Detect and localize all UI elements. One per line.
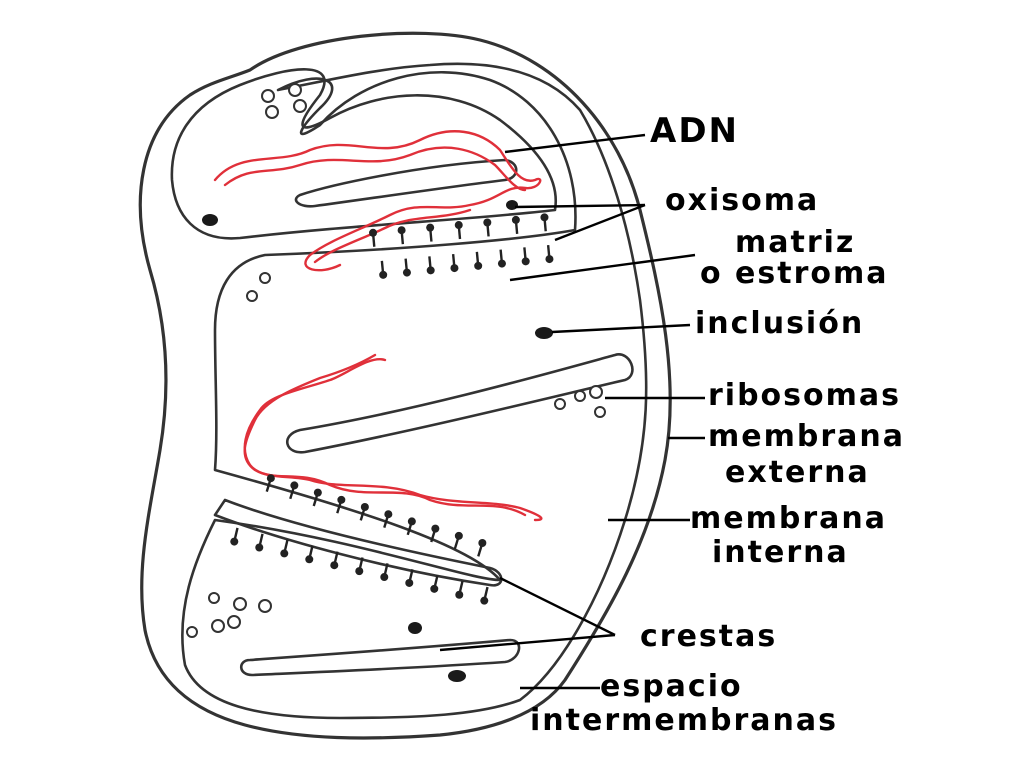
oxysome-head [397, 226, 406, 235]
oxysome-head [480, 596, 489, 605]
oxysome-head [431, 524, 440, 533]
leader-matriz [509, 253, 696, 282]
oxysome-head [369, 228, 378, 237]
ribosome [186, 626, 198, 638]
ribosome [554, 398, 566, 410]
oxysome-head [337, 495, 346, 504]
oxysome-head [402, 268, 411, 277]
leader-adn [504, 133, 646, 154]
inclusion-granule [202, 214, 218, 226]
ribosome [261, 89, 275, 103]
oxysome-head [511, 215, 520, 224]
label-matriz-line1: matriz [735, 225, 855, 260]
ribosome [233, 597, 247, 611]
inclusion-granule [506, 200, 518, 210]
oxysome-head [313, 488, 322, 497]
label-ribosomas: ribosomas [708, 378, 901, 413]
ribosome [574, 390, 586, 402]
oxysome-head [545, 255, 554, 264]
leader-oxisoma-a [514, 203, 646, 209]
oxysome-head [380, 573, 389, 582]
dna-strand-lower-twist [243, 353, 527, 517]
oxysome-head [430, 584, 439, 593]
ribosome [208, 592, 220, 604]
inclusion-granule [408, 622, 422, 634]
ribosome [259, 272, 271, 284]
outer-membrane [138, 31, 672, 740]
ribosome [293, 99, 307, 113]
oxysome-head [405, 578, 414, 587]
dna-strand-upper [213, 130, 542, 272]
oxysome-head [379, 270, 388, 279]
labels: ADN oxisoma matriz o estroma inclusión r… [530, 111, 905, 738]
oxysome-head [540, 213, 549, 222]
upper-cavity [170, 68, 558, 240]
oxysome-head [454, 531, 463, 540]
upper-crest [294, 158, 518, 208]
oxysome-head [474, 261, 483, 270]
oxysome-head [280, 549, 289, 558]
label-inclusion: inclusión [695, 306, 864, 341]
label-membrana-externa-line1: membrana [708, 419, 905, 454]
ribosome [227, 615, 241, 629]
inner-membrane [181, 62, 648, 720]
oxysome-head [483, 218, 492, 227]
inclusion-group [202, 200, 553, 682]
label-oxisoma: oxisoma [665, 183, 819, 218]
ribosome [265, 105, 279, 119]
oxysome-head [360, 503, 369, 512]
oxysome-head [384, 510, 393, 519]
oxysome-head [454, 221, 463, 230]
dna-strand-lower [243, 358, 543, 522]
oxysome-head [497, 259, 506, 268]
leader-crestas-b [439, 633, 616, 652]
ribosome [589, 385, 603, 399]
label-crestas: crestas [640, 619, 777, 654]
oxysome-head [426, 266, 435, 275]
ribosome [288, 83, 302, 97]
inclusion-granule [535, 327, 553, 339]
leader-crestas-a [499, 576, 616, 637]
label-espacio-line2: intermembranas [530, 703, 838, 738]
oxysome-head [355, 567, 364, 576]
label-espacio-line1: espacio [600, 669, 743, 704]
oxysome-head [255, 543, 264, 552]
ribosome-group [186, 83, 606, 638]
dna-strand-upper-twist [223, 146, 527, 264]
oxysome-head [290, 481, 299, 490]
oxysome-group [230, 213, 554, 605]
oxysome-head [426, 223, 435, 232]
oxysome-head [521, 257, 530, 266]
ribosome [258, 599, 272, 613]
oxysome-head [450, 264, 459, 273]
oxysome-head [407, 517, 416, 526]
oxysome-head [305, 555, 314, 564]
leader-lines [439, 133, 705, 690]
bottom-crest [239, 638, 521, 677]
oxysome-head [478, 539, 487, 548]
oxysome-head [266, 474, 275, 483]
ribosome [594, 406, 606, 418]
label-membrana-interna-line1: membrana [690, 501, 887, 536]
label-membrana-externa-line2: externa [725, 455, 870, 490]
leader-oxisoma-b [554, 203, 646, 242]
inclusion-granule [448, 670, 466, 682]
label-matriz-line2: o estroma [700, 256, 889, 291]
oxysome-head [455, 590, 464, 599]
oxysome-head [330, 561, 339, 570]
oxysome-head [230, 537, 239, 546]
label-adn: ADN [650, 111, 739, 151]
label-membrana-interna-line2: interna [712, 535, 849, 570]
ribosome [211, 619, 225, 633]
leader-inclusion [551, 323, 691, 334]
ribosome [246, 290, 258, 302]
middle-crest [286, 353, 634, 454]
